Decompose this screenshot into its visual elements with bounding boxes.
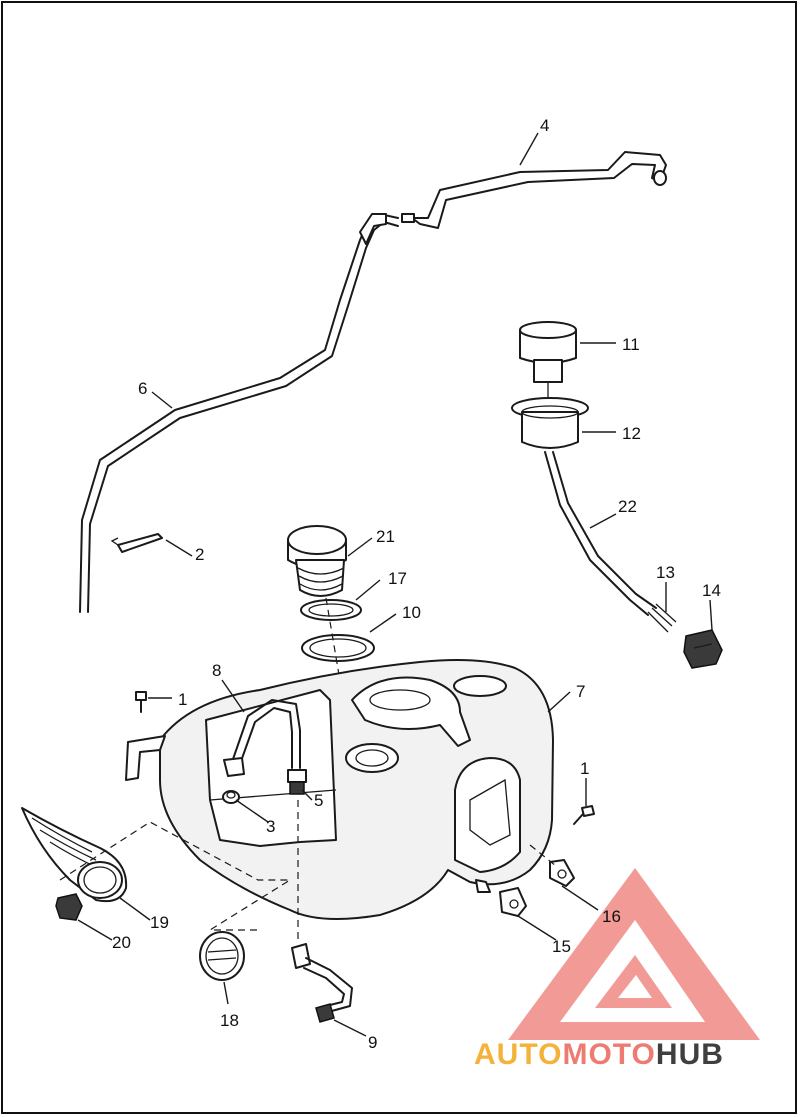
callout-11: 11 [622, 335, 640, 354]
part-1-screw-left [135, 691, 147, 713]
part-15-bracket [499, 887, 527, 917]
part-21-fuel-cap [287, 525, 347, 597]
part-19-tank-medallion [21, 807, 128, 903]
part-10-seal [301, 634, 375, 662]
callout-2: 2 [195, 545, 204, 564]
part-4-fitting [287, 769, 307, 795]
callout-15: 15 [552, 937, 571, 956]
callout-3: 3 [266, 817, 275, 836]
part-14-connector [683, 629, 723, 669]
part-18-emblem-disc [199, 931, 245, 981]
leader-lines [77, 132, 713, 1037]
callout-18: 18 [220, 1011, 239, 1030]
part-22-wire-harness [544, 451, 677, 633]
assembly-axis-medallion [59, 821, 293, 931]
callout-1-left: 1 [178, 690, 187, 709]
callout-1-right: 1 [580, 759, 589, 778]
part-17-gasket [300, 599, 362, 621]
callout-8: 8 [212, 661, 221, 680]
part-8-crossover-hose [223, 699, 301, 777]
callout-4: 5 [314, 791, 323, 810]
assembly-axis-mount [529, 844, 557, 867]
callout-10: 10 [402, 603, 421, 622]
part-1-screw-right [573, 805, 595, 825]
watermark-hub: HUB [656, 1038, 724, 1071]
part-11-fuel-gauge [519, 321, 577, 404]
callout-6: 6 [138, 379, 147, 398]
part-9-fuel-line [291, 943, 353, 1023]
watermark-text: AUTOMOTOHUB [474, 1038, 724, 1071]
part-5-vent-line [401, 151, 667, 229]
part-12-grommet [511, 397, 589, 449]
part-7-fuel-tank [125, 659, 554, 920]
callout-13: 13 [656, 563, 675, 582]
part-20-emblem [55, 893, 83, 921]
watermark-auto: AUTO [474, 1038, 562, 1071]
part-2-clip [110, 533, 163, 553]
callout-12: 12 [622, 424, 641, 443]
callout-labels: 4 6 11 12 22 13 14 21 17 10 2 8 1 7 1 5 … [112, 116, 721, 1052]
callout-14: 14 [702, 581, 721, 600]
callout-16: 16 [602, 907, 621, 926]
part-6-vent-tube [79, 213, 399, 613]
callout-17: 17 [388, 569, 407, 588]
callout-21: 21 [376, 527, 395, 546]
watermark-moto: MOTO [562, 1038, 655, 1071]
callout-19: 19 [150, 913, 169, 932]
callout-5: 4 [540, 116, 549, 135]
part-3-nut [222, 790, 240, 804]
callout-22: 22 [618, 497, 637, 516]
callout-9: 9 [368, 1033, 377, 1052]
part-16-bracket [549, 859, 575, 887]
watermark-logo [508, 868, 760, 1040]
callout-7: 7 [576, 682, 585, 701]
callout-20: 20 [112, 933, 131, 952]
